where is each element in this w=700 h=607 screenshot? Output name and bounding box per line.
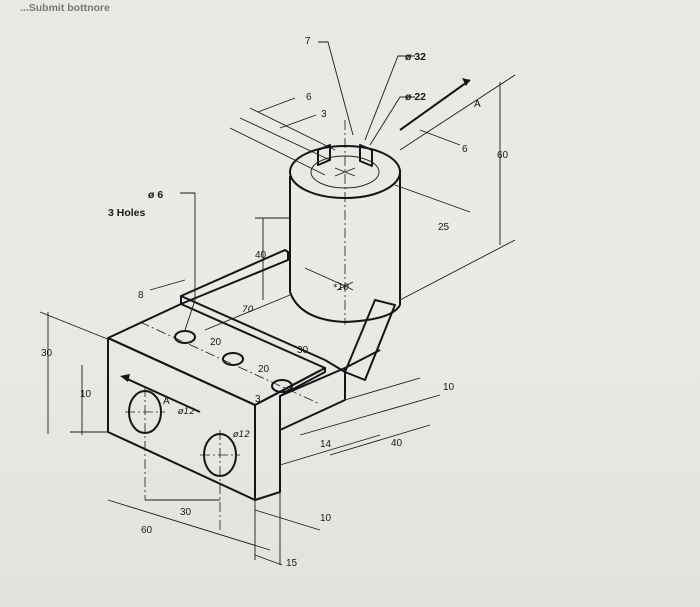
label-10-bottom: 10: [320, 513, 332, 524]
hole-top-2: [222, 352, 244, 366]
holes-top: [139, 321, 321, 405]
section-arrow-a-front: [120, 374, 130, 382]
rib: [344, 299, 396, 381]
label-40-vertical: 40: [255, 250, 267, 261]
label-30-left: 30: [41, 348, 53, 359]
cropped-header-text: ...Submit bottnore: [20, 2, 110, 14]
leader-3: [279, 114, 317, 129]
label-phi12-b: ø12: [232, 430, 250, 440]
label-a-front: A: [163, 396, 170, 407]
label-8: 8: [138, 290, 144, 301]
leader-7: [318, 41, 354, 136]
cyl-center-mark: [334, 167, 356, 177]
dim-10-right: [344, 377, 421, 401]
ext-60-top: [399, 74, 516, 151]
ext-60-bottom: [399, 239, 516, 301]
cylinder: [289, 120, 401, 325]
label-3-small: 3: [255, 394, 261, 405]
label-60-bottom: 60: [141, 525, 153, 536]
dim-8: [149, 279, 186, 291]
dimension-labels: 7 ø 32 6 ø 22 A 3 6 60 ø 6 3 Holes 25 40…: [41, 36, 509, 569]
note-3-holes: 3 Holes: [108, 207, 146, 219]
dim-40-right: [329, 424, 431, 456]
label-10-right: 10: [443, 382, 455, 393]
label-10-left: 10: [80, 389, 92, 400]
label-7: 7: [305, 36, 311, 47]
label-60-right: 60: [497, 150, 509, 161]
label-70: 70: [242, 305, 254, 315]
label-40-right: 40: [391, 438, 403, 449]
web-top-edge: [180, 249, 289, 305]
section-line-a-front: [124, 377, 201, 413]
web-lower-edge: [180, 295, 326, 361]
label-20-b: 20: [258, 364, 270, 375]
label-25: 25: [438, 222, 450, 233]
leader-phi32: [364, 55, 415, 141]
holes-front: [125, 387, 240, 530]
ext-top-1: [229, 127, 326, 176]
label-30-mid: 30: [297, 345, 309, 356]
label-15: 15: [286, 558, 298, 569]
leader-phi6: [180, 192, 196, 331]
section-arrow-a-top: [462, 78, 470, 86]
label-6-top: 6: [306, 92, 312, 103]
ext-top-3: [249, 107, 336, 151]
dim-25: [394, 184, 471, 213]
ext-top-2: [239, 117, 331, 161]
label-6-right: 6: [462, 144, 468, 155]
foot-top-edge: [344, 349, 381, 369]
leader-phi22: [369, 96, 415, 146]
base-side-face: [254, 367, 326, 501]
label-20-a: 20: [210, 337, 222, 348]
hole-top-3: [271, 379, 293, 393]
ext-14: [299, 394, 441, 436]
dim-15: [254, 554, 283, 566]
label-3: 3: [321, 109, 327, 120]
label-phi12-a: ø12: [177, 407, 195, 417]
hole-top-1: [174, 330, 196, 344]
dimension-lines: [39, 41, 516, 566]
dim-10-bottom: [254, 509, 321, 531]
label-14: 14: [320, 439, 332, 450]
base-plate: [107, 303, 326, 501]
label-a-top: A: [474, 99, 481, 110]
leader-10-star: [304, 267, 346, 287]
ext-30-left-top: [39, 311, 111, 341]
label-phi22: ø 22: [405, 91, 426, 103]
note-phi6: ø 6: [148, 189, 163, 201]
holes-centerline: [139, 321, 321, 405]
dim-6-right: [419, 129, 461, 146]
dim-70: [204, 294, 291, 331]
label-phi32: ø 32: [405, 51, 426, 63]
section-line-a-top: [399, 79, 471, 131]
foot-front: [279, 367, 346, 431]
label-30-bottom: 30: [180, 507, 192, 518]
ext-right-low: [279, 434, 381, 466]
cyl-slot-right: [359, 144, 373, 167]
label-10-star: *10: [333, 283, 349, 293]
leader-6: [257, 97, 296, 113]
dim-60-bottom: [107, 499, 271, 551]
